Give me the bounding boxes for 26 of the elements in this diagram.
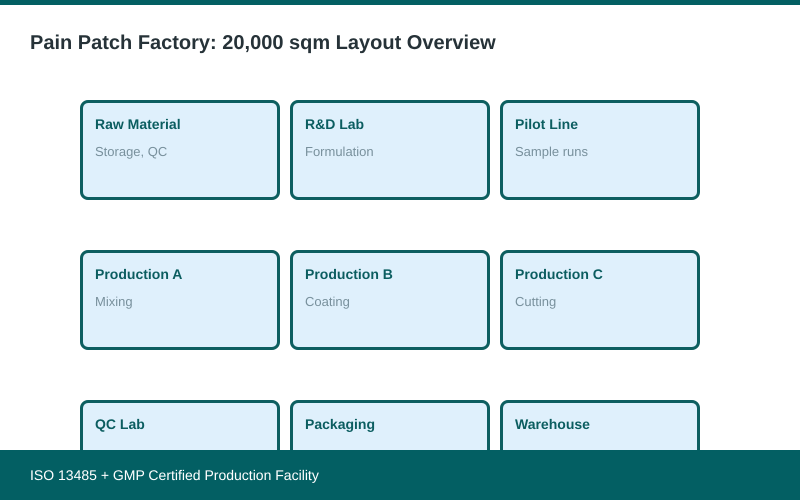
zone-title: Packaging bbox=[305, 415, 376, 434]
zone-title: Raw Material bbox=[95, 115, 181, 134]
zone-title: Pilot Line bbox=[515, 115, 578, 134]
zone-box bbox=[290, 250, 490, 350]
zone-box bbox=[290, 100, 490, 200]
zone-box bbox=[500, 250, 700, 350]
zone-box bbox=[80, 400, 280, 450]
zone-title: Production B bbox=[305, 265, 393, 284]
footer-text: ISO 13485 + GMP Certified Production Facility bbox=[30, 466, 319, 485]
zone-title: R&D Lab bbox=[305, 115, 364, 134]
zone-description: Cutting bbox=[515, 293, 556, 311]
zone-title: Production C bbox=[515, 265, 603, 284]
zone-box bbox=[290, 400, 490, 450]
zone-box bbox=[80, 100, 280, 200]
zone-title: QC Lab bbox=[95, 415, 145, 434]
zone-description: Mixing bbox=[95, 293, 133, 311]
page-title: Pain Patch Factory: 20,000 sqm Layout Overview bbox=[30, 31, 496, 56]
zone-description: Formulation bbox=[305, 143, 374, 161]
zone-box bbox=[500, 400, 700, 450]
zone-box bbox=[500, 100, 700, 200]
zone-title: Production A bbox=[95, 265, 182, 284]
zone-title: Warehouse bbox=[515, 415, 590, 434]
zone-description: Sample runs bbox=[515, 143, 588, 161]
zone-description: Storage, QC bbox=[95, 143, 168, 161]
zone-box bbox=[80, 250, 280, 350]
zone-description: Coating bbox=[305, 293, 350, 311]
